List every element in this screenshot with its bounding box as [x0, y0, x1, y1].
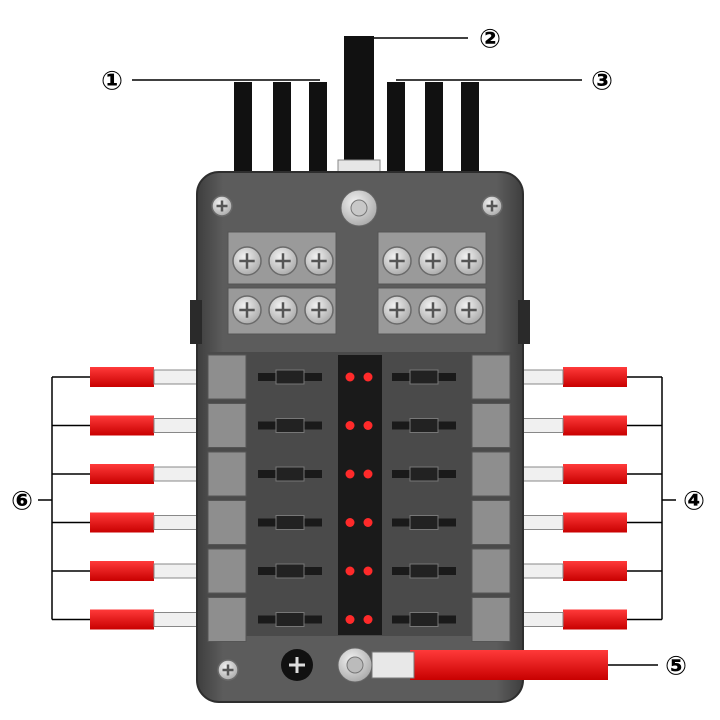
- blade-fuse-icon: [392, 563, 456, 579]
- indicator-led-icon: [363, 372, 373, 382]
- blade-fuse-icon: [392, 369, 456, 385]
- callout-5-label: ⑤: [665, 652, 687, 682]
- callout-4-label: ④: [683, 487, 705, 517]
- indicator-led-icon: [345, 469, 355, 479]
- blade-fuse-icon: [258, 612, 322, 627]
- red-output-wire: [52, 609, 205, 630]
- callout-2-label: ②: [479, 25, 501, 55]
- main-stud: [340, 189, 378, 227]
- indicator-led-icon: [345, 518, 355, 527]
- indicator-led-icon: [363, 518, 373, 527]
- red-output-wire: [512, 512, 662, 533]
- callout-3-label: ③: [591, 67, 613, 97]
- blade-fuse-icon: [258, 563, 322, 579]
- callout-lines: [38, 37, 676, 666]
- led-strip: [338, 355, 382, 635]
- blade-fuse-icon: [392, 612, 456, 627]
- right-output-wires: [512, 367, 662, 630]
- plus-screw-icon: [382, 295, 412, 325]
- left-output-wires: [52, 367, 205, 630]
- red-output-wire: [52, 415, 205, 436]
- plus-screw-icon: [268, 246, 298, 276]
- indicator-led-icon: [363, 469, 373, 479]
- indicator-led-icon: [345, 421, 355, 430]
- plus-screw-icon: [232, 246, 262, 276]
- blade-fuses: [207, 354, 511, 642]
- red-output-wire: [512, 561, 662, 581]
- mount-screw-icon: [481, 195, 503, 217]
- indicator-led-icon: [363, 615, 373, 624]
- indicator-led-icon: [345, 566, 355, 576]
- plus-screw-icon: [418, 246, 448, 276]
- callout-6-label: ⑥: [11, 487, 33, 517]
- callout-labels: ① ② ③ ④ ⑤ ⑥: [11, 25, 705, 682]
- ground-bus: [281, 649, 313, 681]
- mount-screw-icon: [211, 195, 233, 217]
- main-power-wire: [337, 36, 381, 187]
- plus-screw-icon: [454, 246, 484, 276]
- indicator-led-icon: [363, 421, 373, 430]
- indicator-led-icon: [345, 615, 355, 624]
- red-output-wire: [52, 512, 205, 533]
- indicator-leds: [345, 372, 373, 624]
- blade-fuse-icon: [258, 515, 322, 530]
- mount-screw-icon: [217, 659, 239, 681]
- callout-1-label: ①: [101, 67, 123, 97]
- blade-fuse-icon: [258, 369, 322, 385]
- blade-fuse-icon: [258, 466, 322, 482]
- plus-screw-icon: [454, 295, 484, 325]
- red-output-wire: [512, 609, 662, 630]
- plus-screw-icon: [304, 246, 334, 276]
- plus-screw-icon: [232, 295, 262, 325]
- plus-screw-icon: [418, 295, 448, 325]
- plus-screw-icon: [382, 246, 412, 276]
- blade-fuse-icon: [258, 418, 322, 433]
- blade-fuse-icon: [392, 466, 456, 482]
- indicator-led-icon: [345, 372, 355, 382]
- red-output-wire: [512, 464, 662, 484]
- red-output-wire: [52, 367, 205, 387]
- red-output-wire: [52, 561, 205, 581]
- indicator-led-icon: [363, 566, 373, 576]
- red-output-wire: [512, 415, 662, 436]
- plus-screw-icon: [268, 295, 298, 325]
- plus-screw-icon: [304, 295, 334, 325]
- blade-fuse-icon: [392, 418, 456, 433]
- blade-fuse-icon: [392, 515, 456, 530]
- negative-cable: [337, 647, 608, 683]
- red-output-wire: [52, 464, 205, 484]
- red-output-wire: [512, 367, 662, 387]
